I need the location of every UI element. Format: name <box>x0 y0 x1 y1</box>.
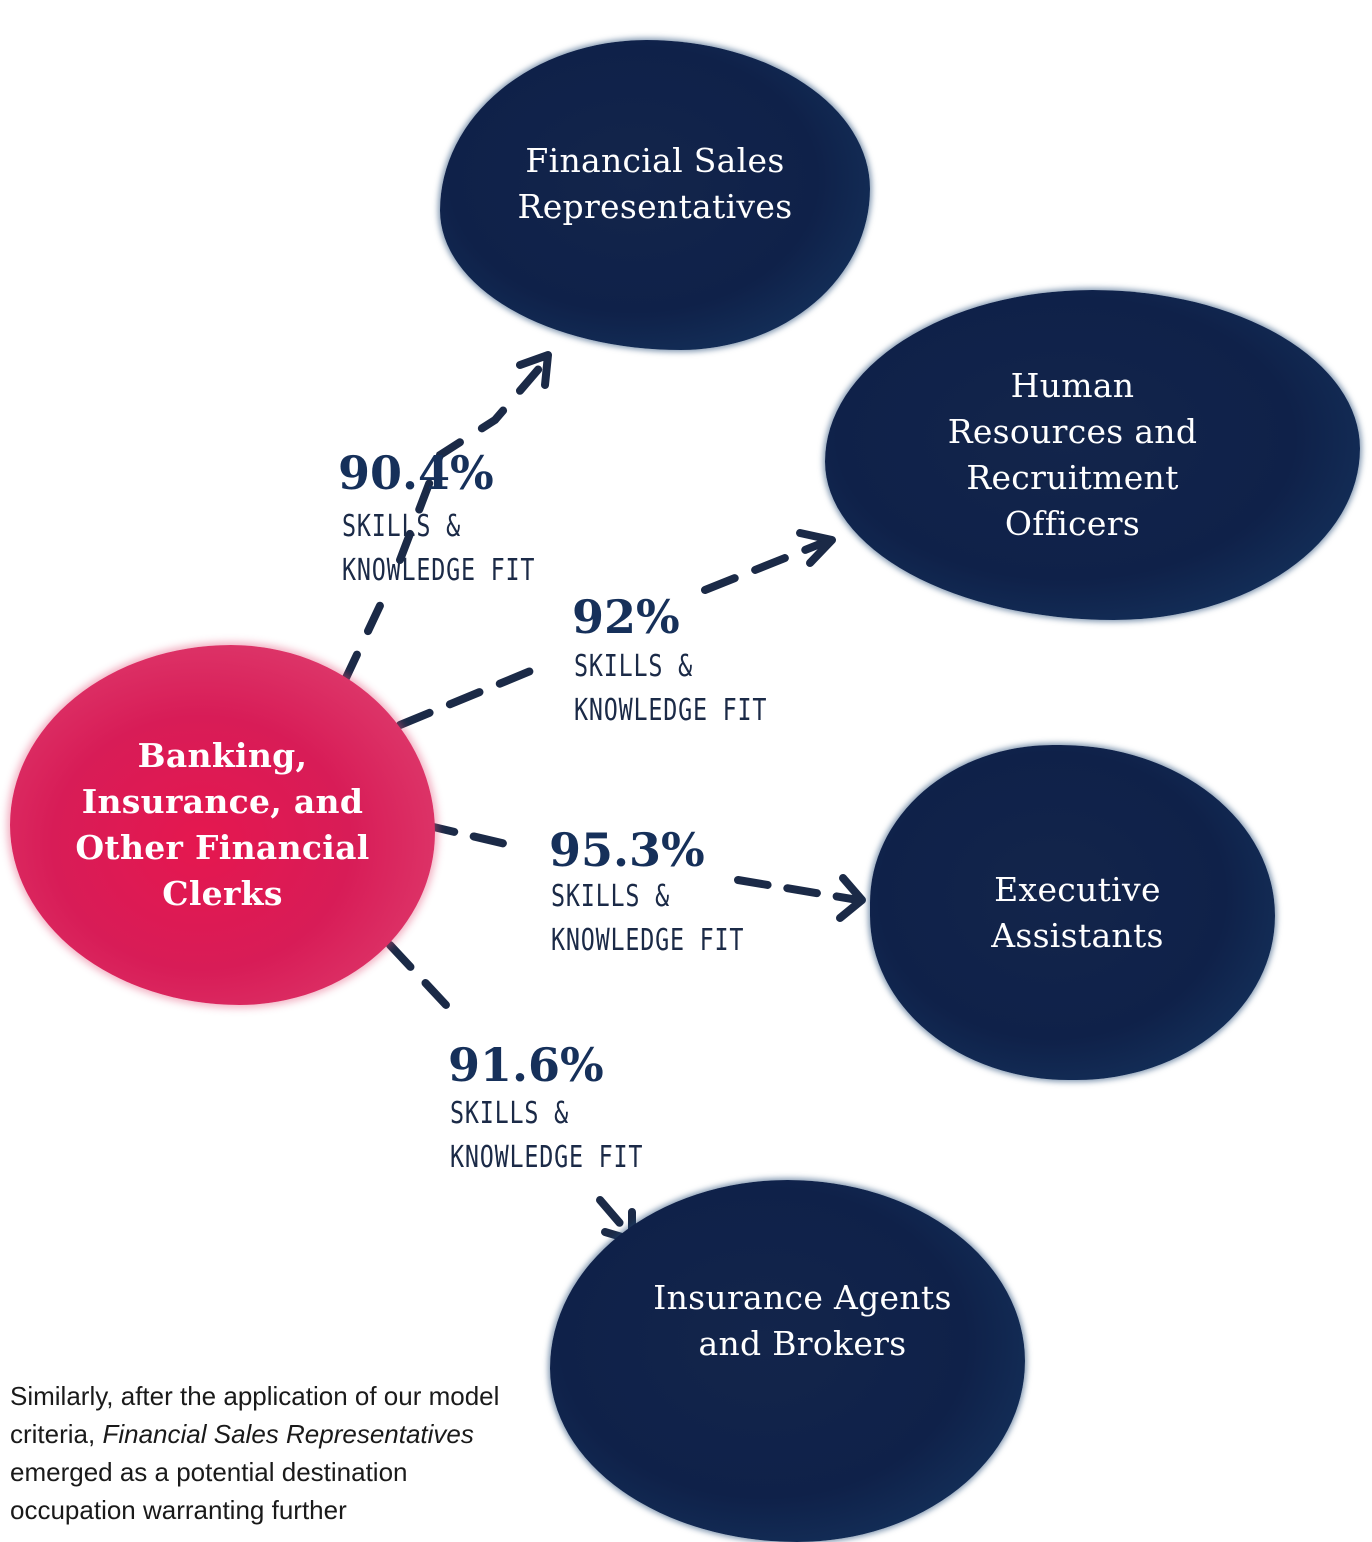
fit-label-executive-assistants: SKILLS & KNOWLEDGE FIT <box>551 879 745 958</box>
fit-percent-executive-assistants: 95.3% <box>549 823 705 877</box>
destination-executive-assistants-blob: Executive Assistants <box>870 745 1275 1080</box>
source-occupation-label: Banking, Insurance, and Other Financial … <box>75 736 370 913</box>
caption-emphasis: Financial Sales Representatives <box>102 1419 474 1449</box>
arrowhead-executive-assistants <box>836 874 866 922</box>
arrow-to-human-resources <box>396 536 834 729</box>
arrowhead-financial-sales <box>516 351 552 389</box>
destination-label: Executive Assistants <box>991 869 1164 955</box>
arrowhead-human-resources <box>796 529 836 567</box>
fit-label-insurance-agents: SKILLS & KNOWLEDGE FIT <box>450 1096 644 1175</box>
fit-percent-human-resources: 92% <box>572 590 680 644</box>
destination-label: Financial Sales Representatives <box>517 141 793 226</box>
destination-label: Human Resources and Recruitment Officers <box>947 366 1198 543</box>
destination-financial-sales-blob: Financial Sales Representatives <box>440 40 870 350</box>
fit-label-human-resources: SKILLS & KNOWLEDGE FIT <box>574 649 768 728</box>
destination-insurance-agents-blob: Insurance Agents and Brokers <box>550 1180 1025 1542</box>
caption-part-1: Similarly, after the application of our … <box>10 1381 500 1449</box>
destination-human-resources-blob: Human Resources and Recruitment Officers <box>825 290 1360 620</box>
source-occupation-blob: Banking, Insurance, and Other Financial … <box>10 645 435 1005</box>
caption-part-2: emerged as a potential destination occup… <box>10 1457 408 1525</box>
caption-text: Similarly, after the application of our … <box>10 1377 530 1529</box>
arrow-to-financial-sales <box>341 354 552 684</box>
fit-percent-financial-sales: 90.4% <box>338 446 494 500</box>
destination-label: Insurance Agents and Brokers <box>653 1278 952 1363</box>
fit-percent-insurance-agents: 91.6% <box>448 1038 604 1092</box>
arrow-to-insurance-agents <box>386 941 634 1239</box>
fit-label-financial-sales: SKILLS & KNOWLEDGE FIT <box>342 509 536 588</box>
arrow-to-executive-assistants <box>421 821 862 904</box>
